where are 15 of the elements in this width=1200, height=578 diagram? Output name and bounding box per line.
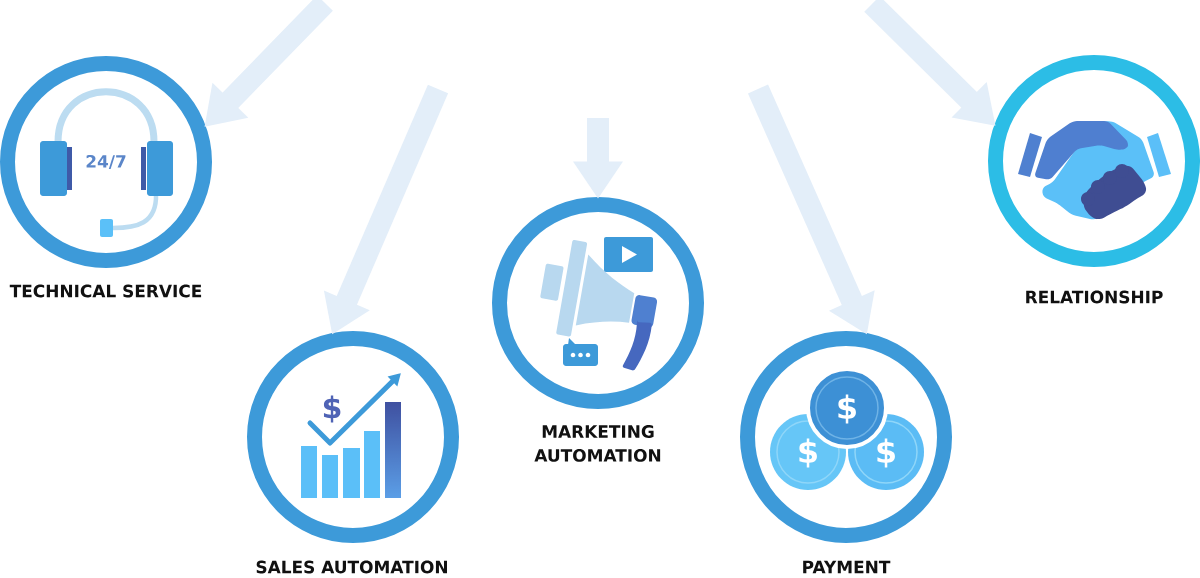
dollar-sign: $ [877, 438, 895, 468]
dollar-sign: $ [323, 395, 341, 423]
dollar-sign: $ [838, 394, 856, 424]
arrow [864, 0, 996, 126]
node-title: TECHNICAL SERVICE [9, 284, 202, 298]
arrow [204, 0, 333, 127]
arrow [573, 118, 623, 199]
arrow [747, 84, 875, 335]
node-title: RELATIONSHIP [1026, 290, 1163, 304]
dollar-sign: $ [799, 438, 817, 468]
icon-text: 24/7 [86, 154, 126, 170]
node-title: SALES AUTOMATION [256, 560, 447, 574]
node-title: MARKETING AUTOMATION [534, 425, 661, 462]
arrow [323, 84, 449, 335]
node-title: PAYMENT [803, 560, 891, 574]
